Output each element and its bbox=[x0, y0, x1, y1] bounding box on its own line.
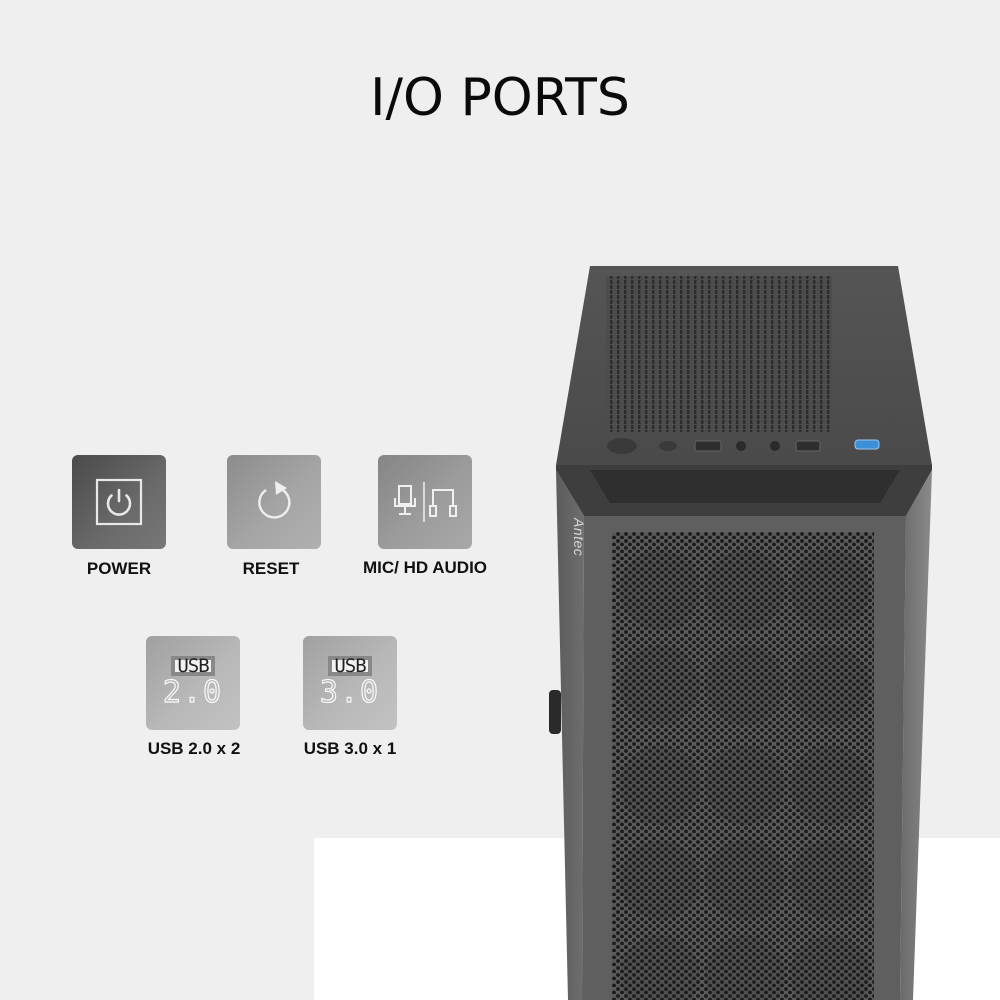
reset-label: RESET bbox=[242, 559, 300, 578]
power-button bbox=[607, 438, 637, 454]
usb3-tile: USB 3.0 bbox=[303, 636, 397, 730]
usb3-badge-version: 3.0 bbox=[319, 675, 381, 710]
reset-tile bbox=[227, 455, 321, 549]
page-title: I/O PORTS bbox=[370, 68, 630, 128]
usb2-label: USB 2.0 x 2 bbox=[147, 739, 241, 758]
power-tile bbox=[72, 455, 166, 549]
usb-3-icon: USB 3.0 bbox=[319, 655, 381, 710]
usb-2-icon: USB 2.0 bbox=[162, 655, 224, 710]
white-base-panel bbox=[314, 838, 1000, 1000]
brand-logo: Antec bbox=[571, 517, 587, 556]
power-icon bbox=[95, 478, 143, 526]
mic-headphone-icon bbox=[394, 482, 457, 522]
usb2-tile: USB 2.0 bbox=[146, 636, 240, 730]
usb3-badge-top: USB bbox=[328, 655, 372, 677]
reset-icon bbox=[258, 481, 291, 519]
audio-label: MIC/ HD AUDIO bbox=[362, 558, 488, 577]
usb2-badge-top: USB bbox=[171, 655, 215, 677]
audio-tile bbox=[378, 455, 472, 549]
usb3-label: USB 3.0 x 1 bbox=[303, 739, 397, 758]
usb2-badge-version: 2.0 bbox=[162, 675, 224, 710]
power-label: POWER bbox=[86, 559, 152, 578]
